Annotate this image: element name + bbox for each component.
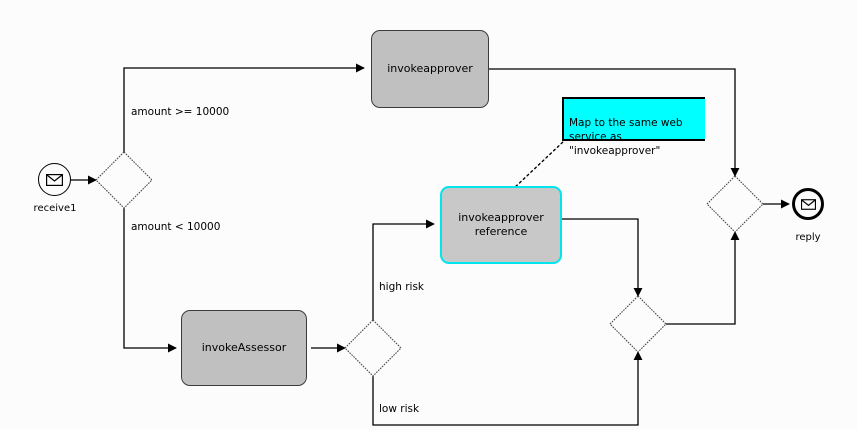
task-invokeapprover-reference-label: invokeapprover reference [458,211,544,238]
flow-invokeapprover-to-merge-right [489,68,740,177]
annotation-map-service-text: Map to the same web service as "invokeap… [569,117,683,157]
end-event-reply-label: reply [795,232,821,243]
flow-merge-lower-to-merge-right [666,231,740,325]
edge-label-amount-high: amount >= 10000 [131,106,230,118]
gateway-merge-right-shape [706,175,764,233]
envelope-icon [800,198,816,210]
gateway-amount-shape [95,151,153,209]
gateway-risk-shape [344,319,402,377]
flow-gateway-risk-low-to-merge-lower [372,351,643,426]
task-invokeassessor[interactable]: invokeAssessor [181,310,307,386]
envelope-icon [46,173,63,186]
edge-label-risk-high: high risk [379,281,425,293]
association-reference-to-annotation [511,140,565,191]
flow-gateway-amount-to-invokeapprover [123,63,365,152]
task-invokeassessor-label: invokeAssessor [201,341,287,354]
task-invokeapprover[interactable]: invokeapprover [371,30,489,108]
task-invokeapprover-reference[interactable]: invokeapprover reference [440,186,562,264]
edge-label-risk-low: low risk [379,403,420,415]
task-invokeapprover-label: invokeapprover [387,62,473,75]
flow-gateway-risk-high-to-reference [372,219,435,320]
annotation-map-service[interactable]: Map to the same web service as "invokeap… [562,97,705,157]
start-event-receive1-label: receive1 [33,203,77,214]
flow-gateway-amount-to-invokeassessor [123,208,177,353]
edge-label-amount-low: amount < 10000 [131,221,221,233]
gateway-merge-lower-shape [609,295,667,353]
flow-reference-to-merge-lower [562,218,643,297]
end-event-reply[interactable] [792,188,824,220]
start-event-receive1[interactable] [38,163,71,196]
